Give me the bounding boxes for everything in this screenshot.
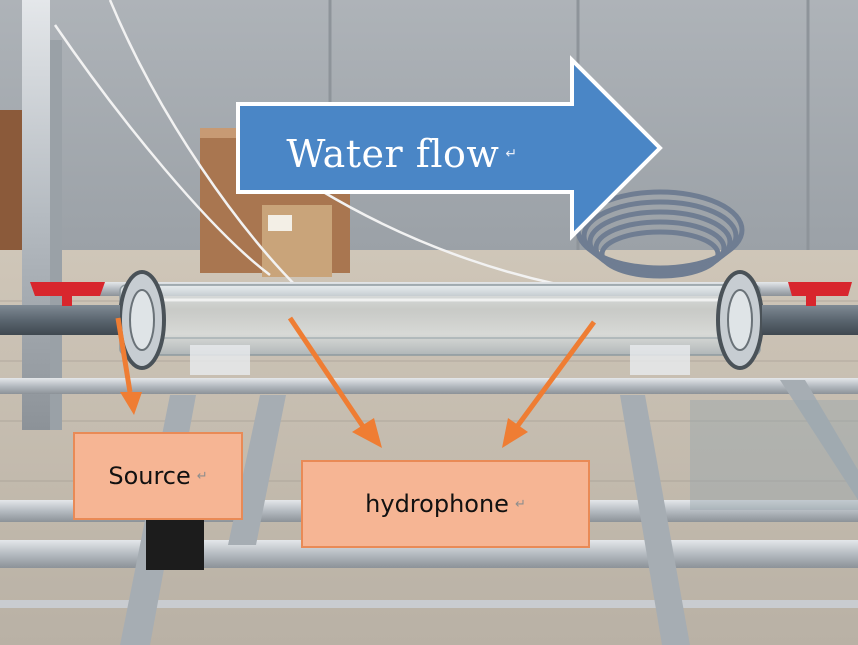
black-clamp (146, 520, 204, 570)
source-label-box: Source ↵ (73, 432, 243, 520)
hydrophone-label: hydrophone (365, 490, 509, 518)
tube-support-right (630, 345, 690, 375)
acrylic-tube (119, 284, 761, 356)
pointer-arrows (115, 316, 597, 448)
pipe-right (762, 305, 858, 335)
source-label: Source (108, 462, 191, 490)
water-flow-text: Water flow (286, 132, 500, 176)
return-mark: ↵ (196, 468, 208, 484)
arrow-to-hydrophone-right (513, 320, 597, 430)
arrow-to-source (115, 317, 133, 393)
glass-tray (690, 400, 858, 510)
arrow-to-hydrophone-left (287, 316, 367, 430)
valve-left (30, 282, 105, 306)
pipe-left (0, 305, 120, 335)
frame-post-left (22, 0, 50, 430)
return-mark: ↵ (514, 496, 526, 512)
tube-support-left (190, 345, 250, 375)
water-flow-arrow (236, 55, 663, 241)
water-flow-label: Water flow ↵ (252, 124, 552, 184)
return-mark: ↵ (505, 146, 518, 162)
hydrophone-label-box: hydrophone ↵ (301, 460, 590, 548)
valve-right (788, 282, 852, 306)
